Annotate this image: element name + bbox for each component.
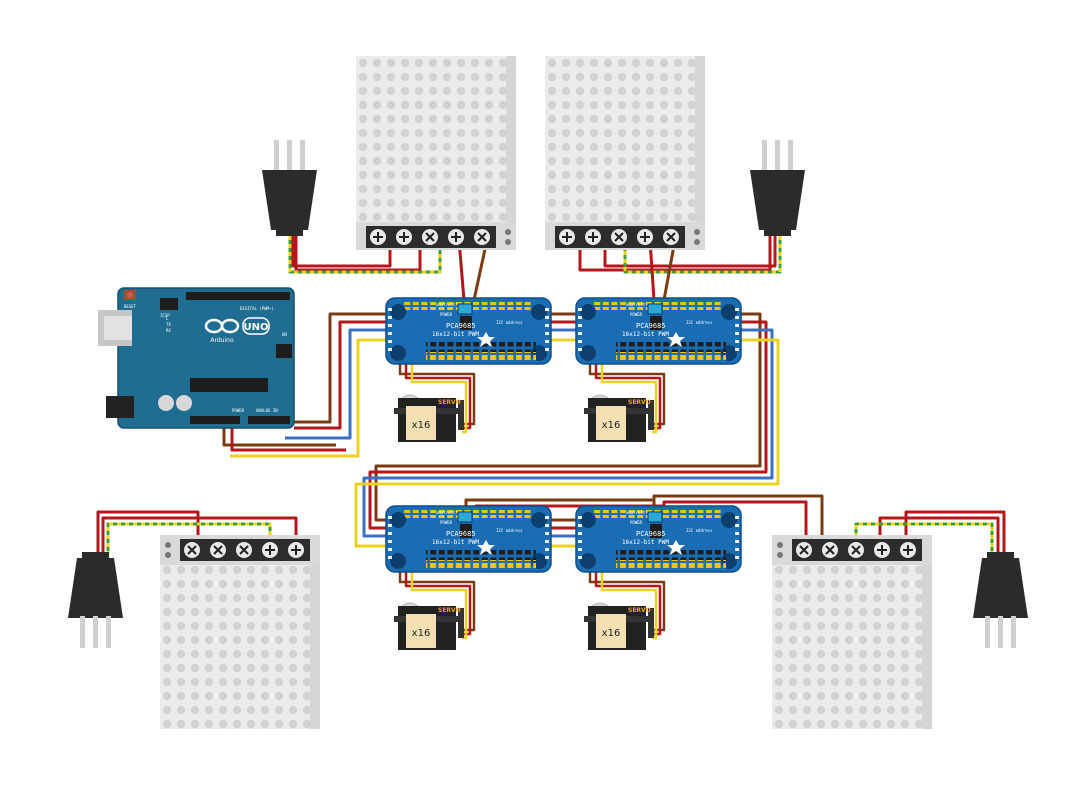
pwm-driver-brand-label: adafruit! <box>436 510 458 515</box>
pwm-driver-subtitle: 16x12-bit PWM <box>622 539 669 546</box>
arduino-analog-label: ANALOG IN <box>256 408 278 413</box>
pwm-driver-4: PCA9685 16x12-bit PWM I2C address POWER … <box>575 505 742 573</box>
arduino-brand-label: UNO <box>244 322 269 333</box>
servo-count: x16 <box>412 420 431 431</box>
arduino-digital-label: DIGITAL (PWM~) <box>240 306 274 311</box>
power-plug-top-left <box>262 140 317 236</box>
servo-4: SERVO x16 <box>583 602 655 651</box>
pwm-driver-power-label: POWER <box>630 312 643 317</box>
arduino-sub-label: Arduino <box>210 337 234 344</box>
servo-1: SERVO x16 <box>393 394 465 443</box>
pwm-driver-brand-label: adafruit! <box>626 302 648 307</box>
power-supply-bottom-left <box>159 534 321 730</box>
arduino-l-label: L <box>166 316 169 321</box>
servo-label: SERVO <box>628 607 651 614</box>
pwm-driver-3: PCA9685 16x12-bit PWM I2C address POWER … <box>385 505 552 573</box>
pwm-driver-title: PCA9685 <box>636 322 666 330</box>
power-supply-bottom-right <box>771 534 933 730</box>
servo-2: SERVO x16 <box>583 394 655 443</box>
pwm-driver-i2c-label: I2C address <box>686 528 713 533</box>
pwm-driver-i2c-label: I2C address <box>496 320 523 325</box>
pwm-driver-subtitle: 16x12-bit PWM <box>432 539 479 546</box>
servo-count: x16 <box>602 628 621 639</box>
pwm-driver-1: PCA9685 16x12-bit PWM I2C address POWER … <box>385 297 552 365</box>
arduino-rx-label: RX <box>166 328 171 333</box>
pwm-driver-power-label: POWER <box>440 520 453 525</box>
power-supply-top-left <box>355 55 517 251</box>
pwm-driver-brand-label: adafruit! <box>436 302 458 307</box>
pwm-driver-subtitle: 16x12-bit PWM <box>432 331 479 338</box>
arduino-tx-label: TX <box>166 322 171 327</box>
servo-label: SERVO <box>438 607 461 614</box>
servo-count: x16 <box>602 420 621 431</box>
arduino-uno-board: UNO Arduino RESET ICSP DIGITAL (PWM~) PO… <box>98 287 295 429</box>
arduino-on-label: ON <box>282 332 287 337</box>
power-plug-top-right <box>750 140 805 236</box>
pwm-driver-title: PCA9685 <box>446 530 476 538</box>
servo-3: SERVO x16 <box>393 602 465 651</box>
arduino-logo-icon <box>204 318 240 334</box>
arduino-icsp-label: ICSP <box>160 313 170 318</box>
power-plug-bottom-left <box>68 552 123 648</box>
pwm-driver-power-label: POWER <box>440 312 453 317</box>
pwm-driver-title: PCA9685 <box>446 322 476 330</box>
servo-label: SERVO <box>438 399 461 406</box>
power-supply-top-right <box>544 55 706 251</box>
pwm-driver-title: PCA9685 <box>636 530 666 538</box>
servo-label: SERVO <box>628 399 651 406</box>
pwm-driver-2: PCA9685 16x12-bit PWM I2C address POWER … <box>575 297 742 365</box>
pwm-driver-subtitle: 16x12-bit PWM <box>622 331 669 338</box>
arduino-power-label: POWER <box>232 408 245 413</box>
pwm-driver-brand-label: adafruit! <box>626 510 648 515</box>
pwm-driver-i2c-label: I2C address <box>496 528 523 533</box>
servo-count: x16 <box>412 628 431 639</box>
pwm-driver-power-label: POWER <box>630 520 643 525</box>
arduino-reset-label: RESET <box>124 304 137 309</box>
pwm-driver-i2c-label: I2C address <box>686 320 713 325</box>
power-plug-bottom-right <box>973 552 1028 648</box>
